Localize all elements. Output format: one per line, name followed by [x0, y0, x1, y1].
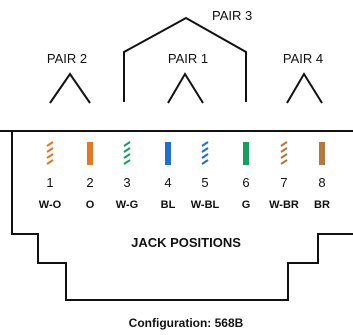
jack-outline [0, 130, 353, 301]
pin-number-5: 5 [201, 175, 208, 190]
pin-number-1: 1 [46, 175, 53, 190]
pin-color-code-6: G [242, 199, 251, 211]
pair-4-label: PAIR 4 [283, 51, 323, 66]
wire-pin-8 [319, 142, 325, 165]
pair-4-bracket [286, 72, 323, 104]
pin-number-3: 3 [123, 175, 130, 190]
wire-pin-3 [123, 141, 131, 165]
pin-number-6: 6 [242, 175, 249, 190]
wire-pin-2 [87, 142, 93, 165]
pin-number-8: 8 [318, 175, 325, 190]
configuration-label: Configuration: 568B [129, 316, 244, 330]
pin-label-group: 1W-O 2O 3W-G 4BL 5W-BL 6G 7W-BR 8BR [39, 175, 330, 211]
pin-color-code-1: W-O [39, 199, 62, 211]
pair-1-bracket [167, 72, 204, 104]
pin-number-2: 2 [86, 175, 93, 190]
pin-number-4: 4 [164, 175, 171, 190]
wire-pin-6 [243, 142, 249, 165]
wire-pin-1 [46, 141, 54, 165]
pin-color-code-3: W-G [116, 199, 138, 211]
pair-2-label: PAIR 2 [47, 51, 87, 66]
pin-number-7: 7 [280, 175, 287, 190]
wire-pin-7 [280, 141, 288, 165]
wire-pin-5 [201, 141, 209, 165]
pair-2-bracket [49, 72, 91, 104]
pair-1-label: PAIR 1 [168, 51, 208, 66]
pin-color-code-8: BR [314, 199, 330, 211]
jack-positions-label: JACK POSITIONS [131, 235, 241, 250]
pair-3-bracket [123, 16, 247, 102]
pin-color-code-5: W-BL [191, 199, 220, 211]
wire-group [46, 141, 325, 165]
pin-color-code-7: W-BR [269, 199, 299, 211]
wire-pin-4 [165, 142, 171, 165]
pin-color-code-4: BL [161, 199, 176, 211]
pair-3-label: PAIR 3 [212, 8, 252, 23]
pin-color-code-2: O [86, 199, 95, 211]
